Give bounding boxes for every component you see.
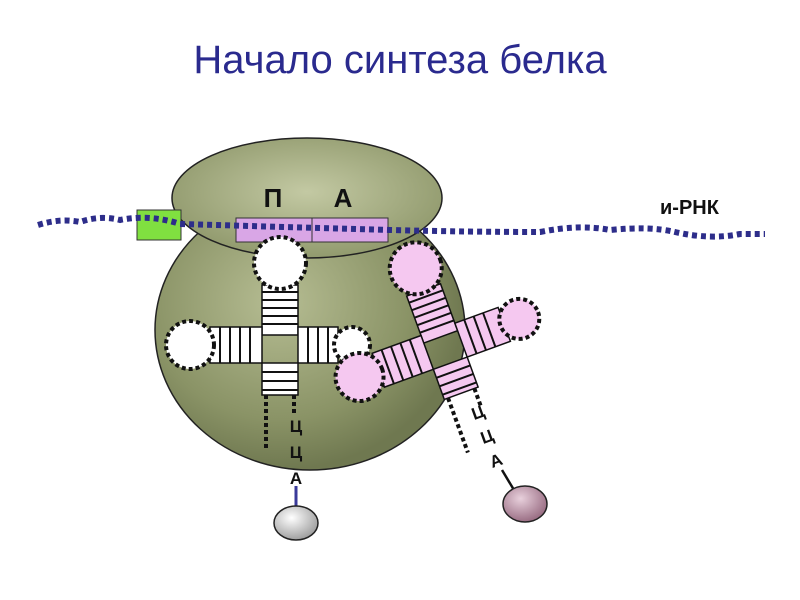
site-p-label: П — [264, 183, 283, 213]
mrna-label: и-РНК — [660, 197, 720, 219]
trna2-link — [500, 469, 516, 491]
trna2-anticodon-a: А — [487, 450, 505, 472]
trna2-anticodon-c1: Ц — [469, 402, 488, 424]
trna-2 — [333, 240, 542, 454]
amino-acid-1 — [273, 505, 319, 541]
amino-acid-2 — [502, 485, 548, 523]
codon-box-a — [311, 217, 389, 243]
trna1-anticodon-c1: Ц — [290, 417, 303, 436]
trna-1 — [164, 235, 372, 508]
trna1-anticodon-a: А — [290, 469, 302, 488]
mrna-strand — [37, 214, 765, 240]
trna2-anticodon-c2: Ц — [478, 426, 497, 448]
site-a-label: А — [334, 183, 353, 213]
diagram-title: Начало синтеза белка — [193, 38, 607, 82]
trna1-anticodon-c2: Ц — [290, 443, 303, 462]
